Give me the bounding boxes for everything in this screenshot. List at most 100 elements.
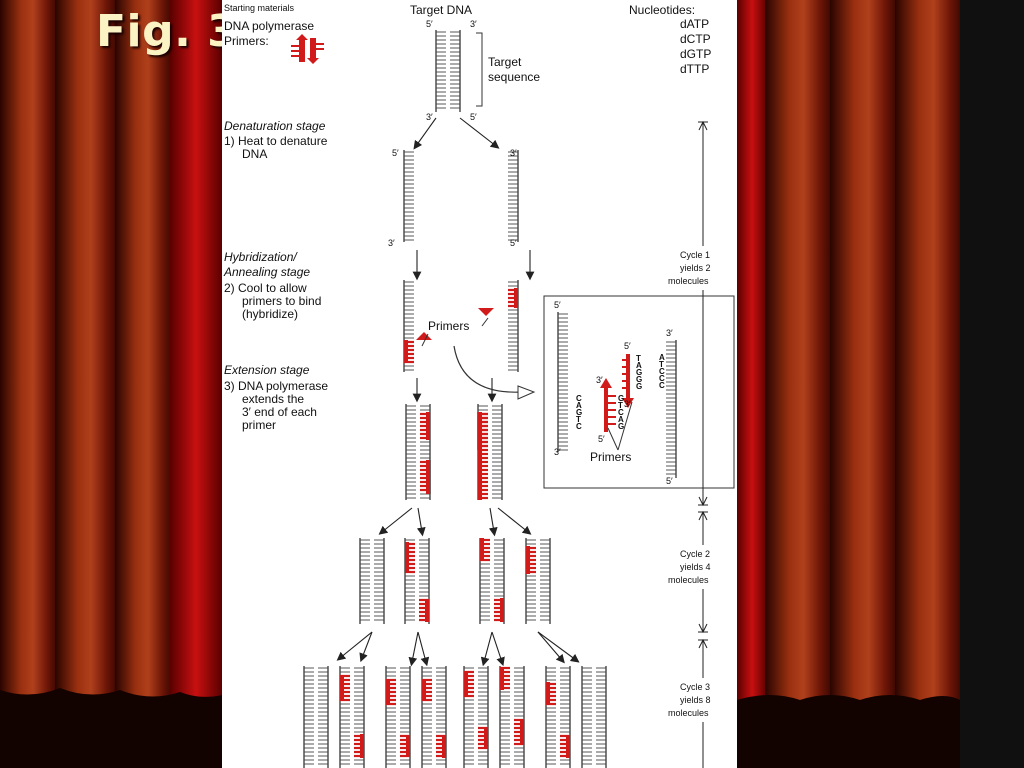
flow-arrow	[480, 631, 493, 667]
dna-strand	[514, 666, 525, 768]
cycle-2-line3: molecules	[668, 575, 709, 585]
dna-strand	[403, 150, 414, 242]
flow-arrow	[416, 507, 426, 537]
flow-arrow	[488, 507, 498, 537]
flow-arrow	[497, 507, 532, 535]
inset-primer-down-bottom: 3′	[624, 399, 631, 409]
curtain-fold	[170, 0, 222, 700]
dna-strand	[463, 666, 474, 768]
pcr-figure: Starting materials DNA polymerase Primer…	[222, 0, 737, 768]
target-5-bottom: 5′	[470, 112, 477, 122]
inset-pointer-arrowhead	[517, 385, 536, 400]
dna-strand	[354, 666, 365, 768]
curtain-fold	[765, 0, 835, 700]
flow-arrow	[413, 117, 437, 150]
inset-base-letter: G	[636, 375, 642, 384]
cycle-1-line3: molecules	[668, 276, 709, 286]
dna-strand	[477, 412, 488, 450]
extension-step-1: 3) DNA polymerase	[224, 379, 328, 393]
dna-strand	[421, 666, 432, 768]
nucleotides-title: Nucleotides:	[629, 3, 695, 17]
dna-strand	[405, 404, 416, 500]
inset-base-letter: C	[576, 422, 582, 431]
hybridization-stage-label-2: Annealing stage	[223, 265, 310, 279]
dna-strand	[435, 30, 446, 112]
dna-strand	[478, 666, 489, 768]
inset-primers-label: Primers	[590, 450, 631, 464]
inset-base-letter: G	[636, 382, 642, 391]
inset-right-top: 3′	[666, 328, 673, 338]
denaturation-step-1: 1) Heat to denature	[224, 134, 328, 148]
extension-step-3: 3′ end of each	[242, 405, 317, 419]
denaturation-stage-label: Denaturation stage	[224, 119, 326, 133]
inset-base-letter: T	[576, 415, 581, 424]
flow-arrows	[336, 117, 580, 667]
curtain-hem	[0, 688, 222, 768]
curtain-side-dark	[960, 0, 1024, 768]
extension-step-4: primer	[242, 418, 276, 432]
inset-base-letter: G	[576, 408, 582, 417]
target-3-top: 3′	[470, 19, 477, 29]
target-bracket	[476, 32, 483, 107]
inset-left-top: 5′	[554, 300, 561, 310]
dna-strand	[666, 340, 677, 478]
dna-strand	[404, 538, 415, 624]
inset-pointer-arrow	[453, 345, 523, 393]
flow-arrow	[459, 117, 500, 149]
dna-strand	[581, 666, 592, 768]
dna-strand	[557, 312, 568, 452]
inset-base-letter: C	[618, 408, 624, 417]
inset-base-letter: C	[659, 367, 665, 376]
curtain-fold	[737, 0, 767, 700]
curtain-fold	[115, 0, 175, 700]
starting-materials-heading: Starting materials	[224, 3, 295, 13]
dna-strand	[494, 538, 505, 624]
hybridization-step-2: primers to bind	[242, 294, 321, 308]
dna-strand	[359, 538, 370, 624]
target-sequence-label-1: Target	[488, 55, 522, 69]
flow-arrow	[537, 631, 565, 664]
dna-strand	[339, 666, 350, 768]
flow-arrow	[359, 631, 373, 663]
dna-strand	[403, 280, 414, 372]
primer-arrow	[416, 332, 432, 340]
inset-primer-up-top: 3′	[596, 375, 603, 385]
curtain-hem	[737, 695, 960, 768]
dna-strand	[303, 666, 314, 768]
flow-arrow	[491, 631, 505, 667]
flow-arrow	[417, 631, 430, 667]
denaturation-step-2: DNA	[242, 147, 267, 161]
dna-strand	[479, 538, 490, 624]
dna-polymerase-label: DNA polymerase	[224, 19, 314, 33]
inset-base-letter: A	[659, 353, 665, 362]
detail-inset-box	[543, 295, 735, 489]
cycle-label-bg	[667, 545, 737, 589]
inset-right-bottom: 5′	[666, 476, 673, 486]
primers-label: Primers:	[224, 34, 269, 48]
inset-primer-up-bottom: 5′	[598, 434, 605, 444]
dna-strand	[560, 666, 571, 768]
inset-base-letter: T	[659, 360, 664, 369]
dna-strand	[596, 666, 607, 768]
flow-arrow	[336, 631, 373, 661]
dna-strand	[508, 280, 519, 372]
dna-strand	[450, 30, 461, 112]
extension-stage-label: Extension stage	[224, 363, 310, 377]
primer-pointer	[481, 317, 489, 327]
dna-strand	[525, 538, 536, 624]
inset-base-letter: T	[618, 401, 623, 410]
denat-left-top: 5′	[392, 148, 399, 158]
dna-strand	[385, 666, 396, 768]
inset-base-letter: G	[618, 394, 624, 403]
inset-base-letter: A	[576, 401, 582, 410]
inset-base-letter: C	[659, 381, 665, 390]
nucleotide-item: dTTP	[680, 62, 709, 76]
primer-legend-icon	[291, 34, 324, 64]
inset-primer-pointer	[617, 401, 633, 451]
primer-arrow	[478, 308, 494, 316]
hybridization-primers-label: Primers	[428, 319, 469, 333]
inset-primer-down-top: 5′	[624, 341, 631, 351]
curtain-fold	[0, 0, 60, 700]
denat-left-bottom: 3′	[388, 238, 395, 248]
